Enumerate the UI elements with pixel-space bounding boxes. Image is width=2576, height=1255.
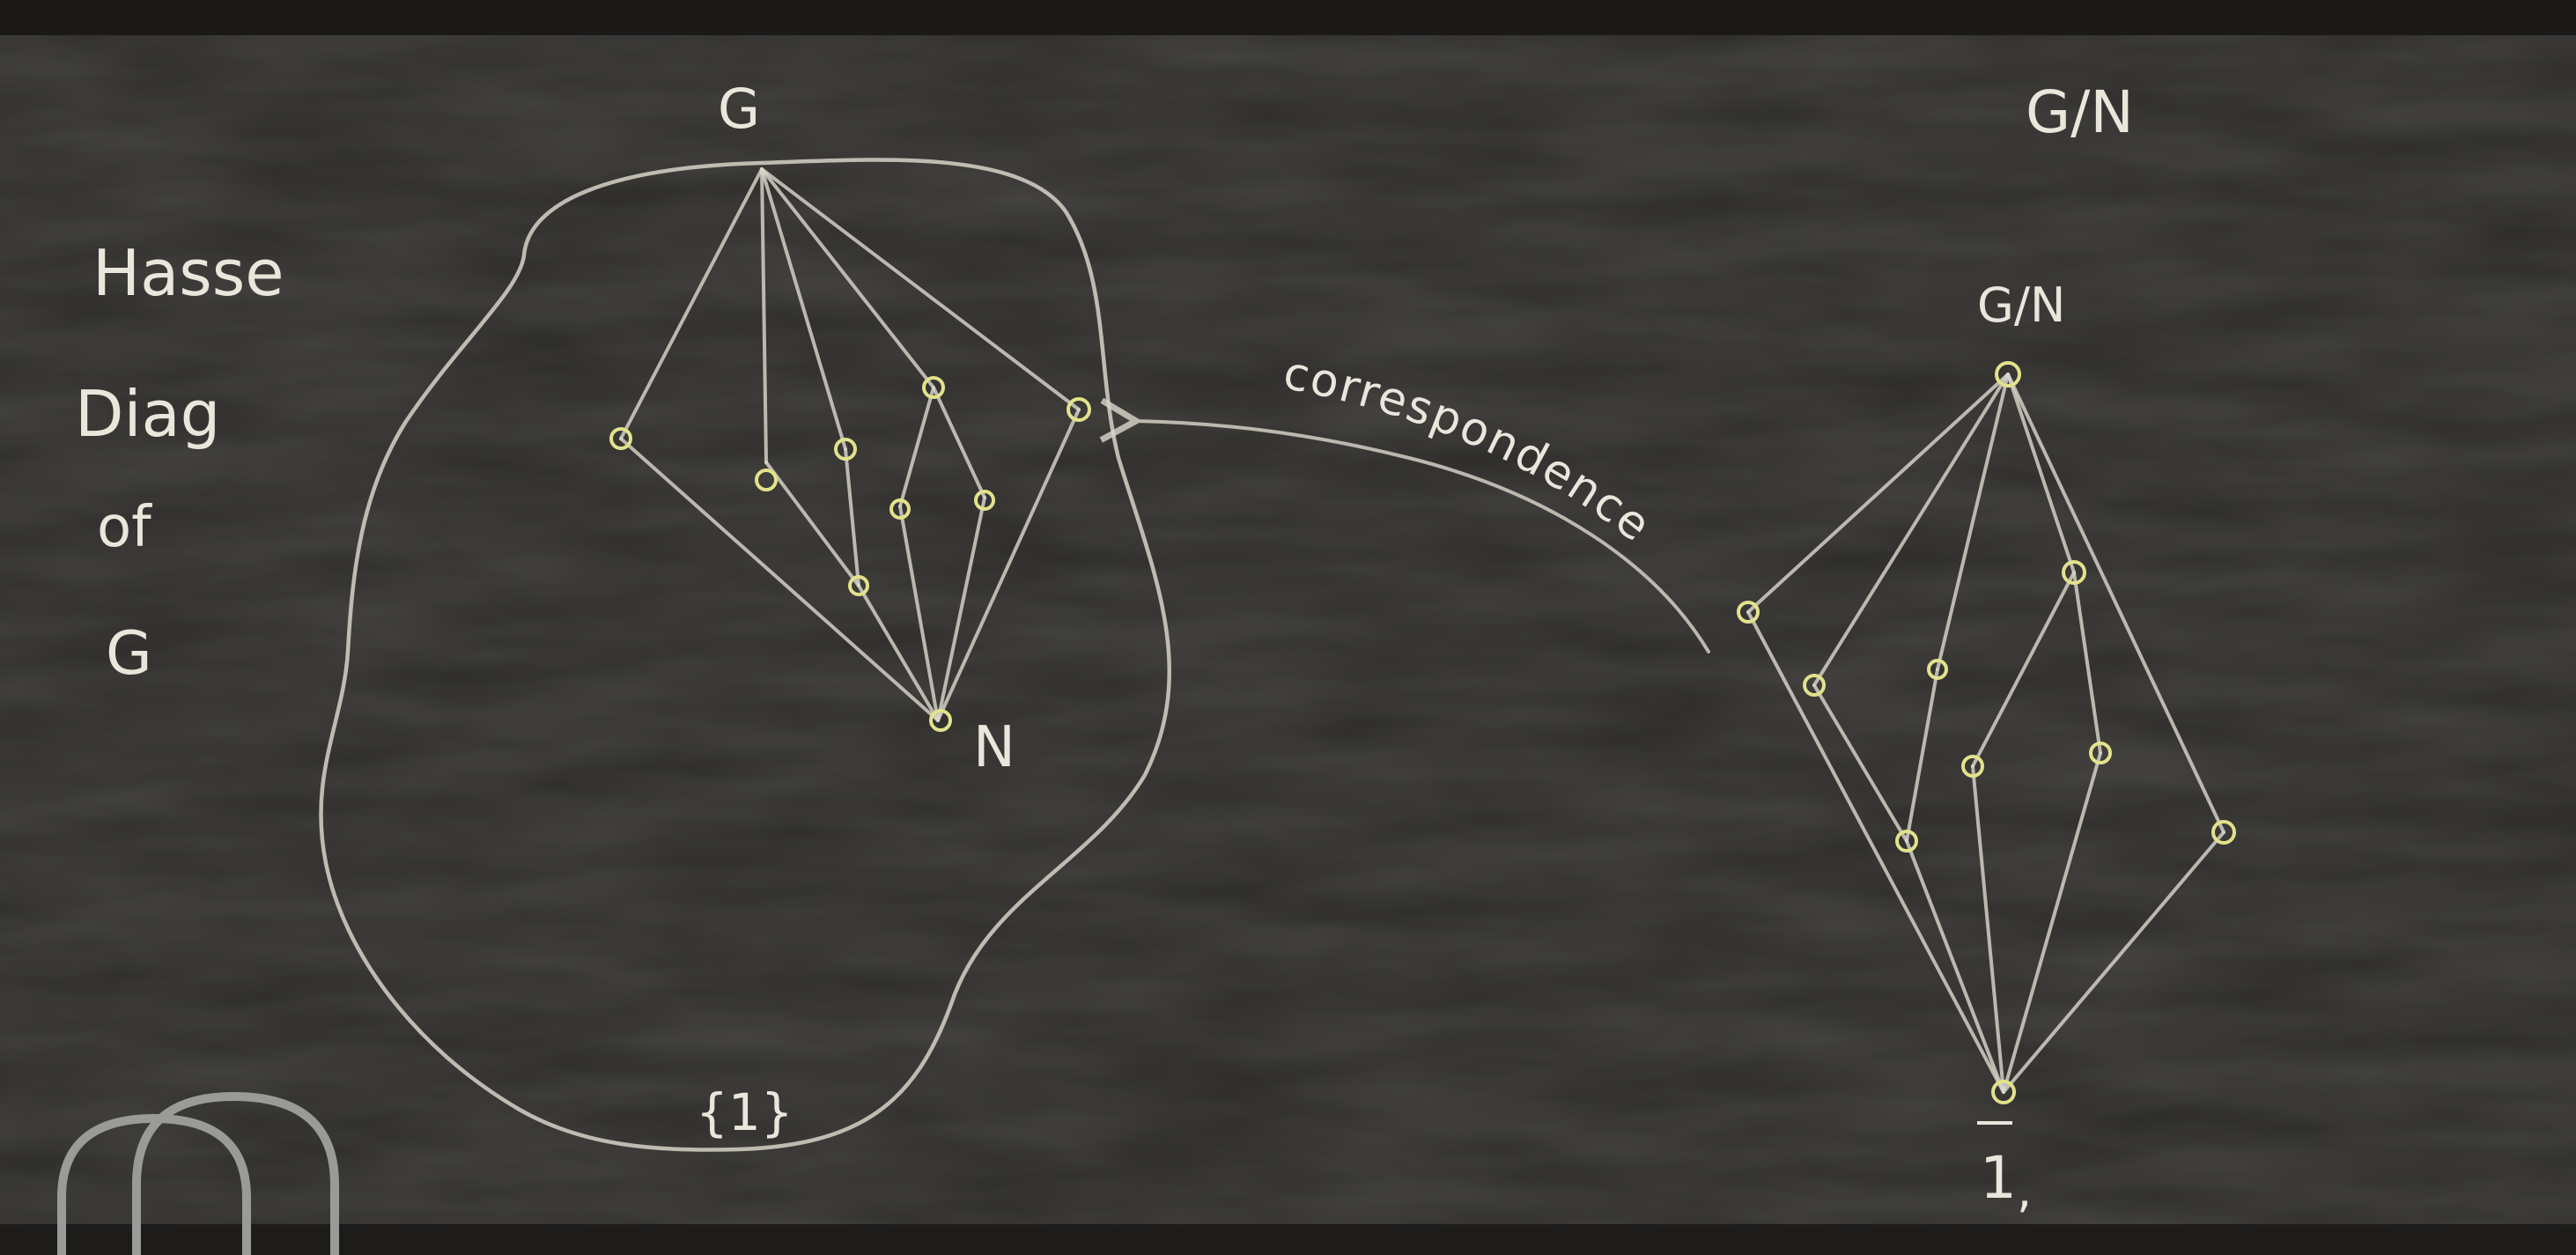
binder-rings bbox=[57, 1091, 339, 1255]
board-top-frame bbox=[0, 0, 2576, 35]
subgroup-node bbox=[834, 438, 857, 461]
right-hasse-diagram: G/N G/N 1 , bbox=[1737, 78, 2236, 1218]
subgroup-node bbox=[889, 498, 911, 520]
side-note-line-3: of bbox=[97, 495, 152, 560]
side-note-line-1: Hasse bbox=[92, 236, 284, 310]
side-note: Hasse Diag of G bbox=[75, 236, 284, 689]
group-g-label: G bbox=[718, 77, 760, 141]
subgroup-node bbox=[922, 376, 945, 399]
quotient-top-label: G/N bbox=[1977, 277, 2065, 333]
subgroup-node bbox=[755, 469, 778, 491]
side-note-line-2: Diag bbox=[75, 377, 220, 451]
subgroup-node bbox=[609, 427, 632, 450]
quotient-header-label: G/N bbox=[2026, 78, 2134, 146]
arrow-curve bbox=[1099, 397, 1710, 653]
quotient-top-node bbox=[1995, 361, 2021, 388]
quotient-node bbox=[2062, 560, 2086, 585]
chalk-tray bbox=[0, 1224, 2576, 1255]
subgroup-node bbox=[974, 490, 995, 511]
normal-subgroup-label: N bbox=[973, 715, 1015, 780]
trivial-subgroup-label: {1} bbox=[696, 1082, 793, 1142]
quotient-node bbox=[1803, 674, 1826, 697]
quotient-node bbox=[2211, 820, 2236, 845]
quotient-node bbox=[1737, 601, 1760, 624]
left-hasse-diagram: G N {1} bbox=[319, 77, 1171, 1152]
side-note-line-4: G bbox=[106, 619, 152, 689]
quotient-node bbox=[2089, 742, 2112, 764]
quotient-node bbox=[1927, 659, 1948, 680]
quotient-node bbox=[1895, 830, 1918, 853]
subgroup-node bbox=[1067, 397, 1091, 422]
subgroup-node bbox=[848, 575, 869, 596]
normal-subgroup-node bbox=[929, 709, 952, 732]
quotient-bottom-comma: , bbox=[2017, 1163, 2032, 1218]
quotient-bottom-label: 1 bbox=[1980, 1144, 2017, 1212]
quotient-node bbox=[1961, 755, 1984, 778]
quotient-bottom-node bbox=[1991, 1080, 2016, 1104]
